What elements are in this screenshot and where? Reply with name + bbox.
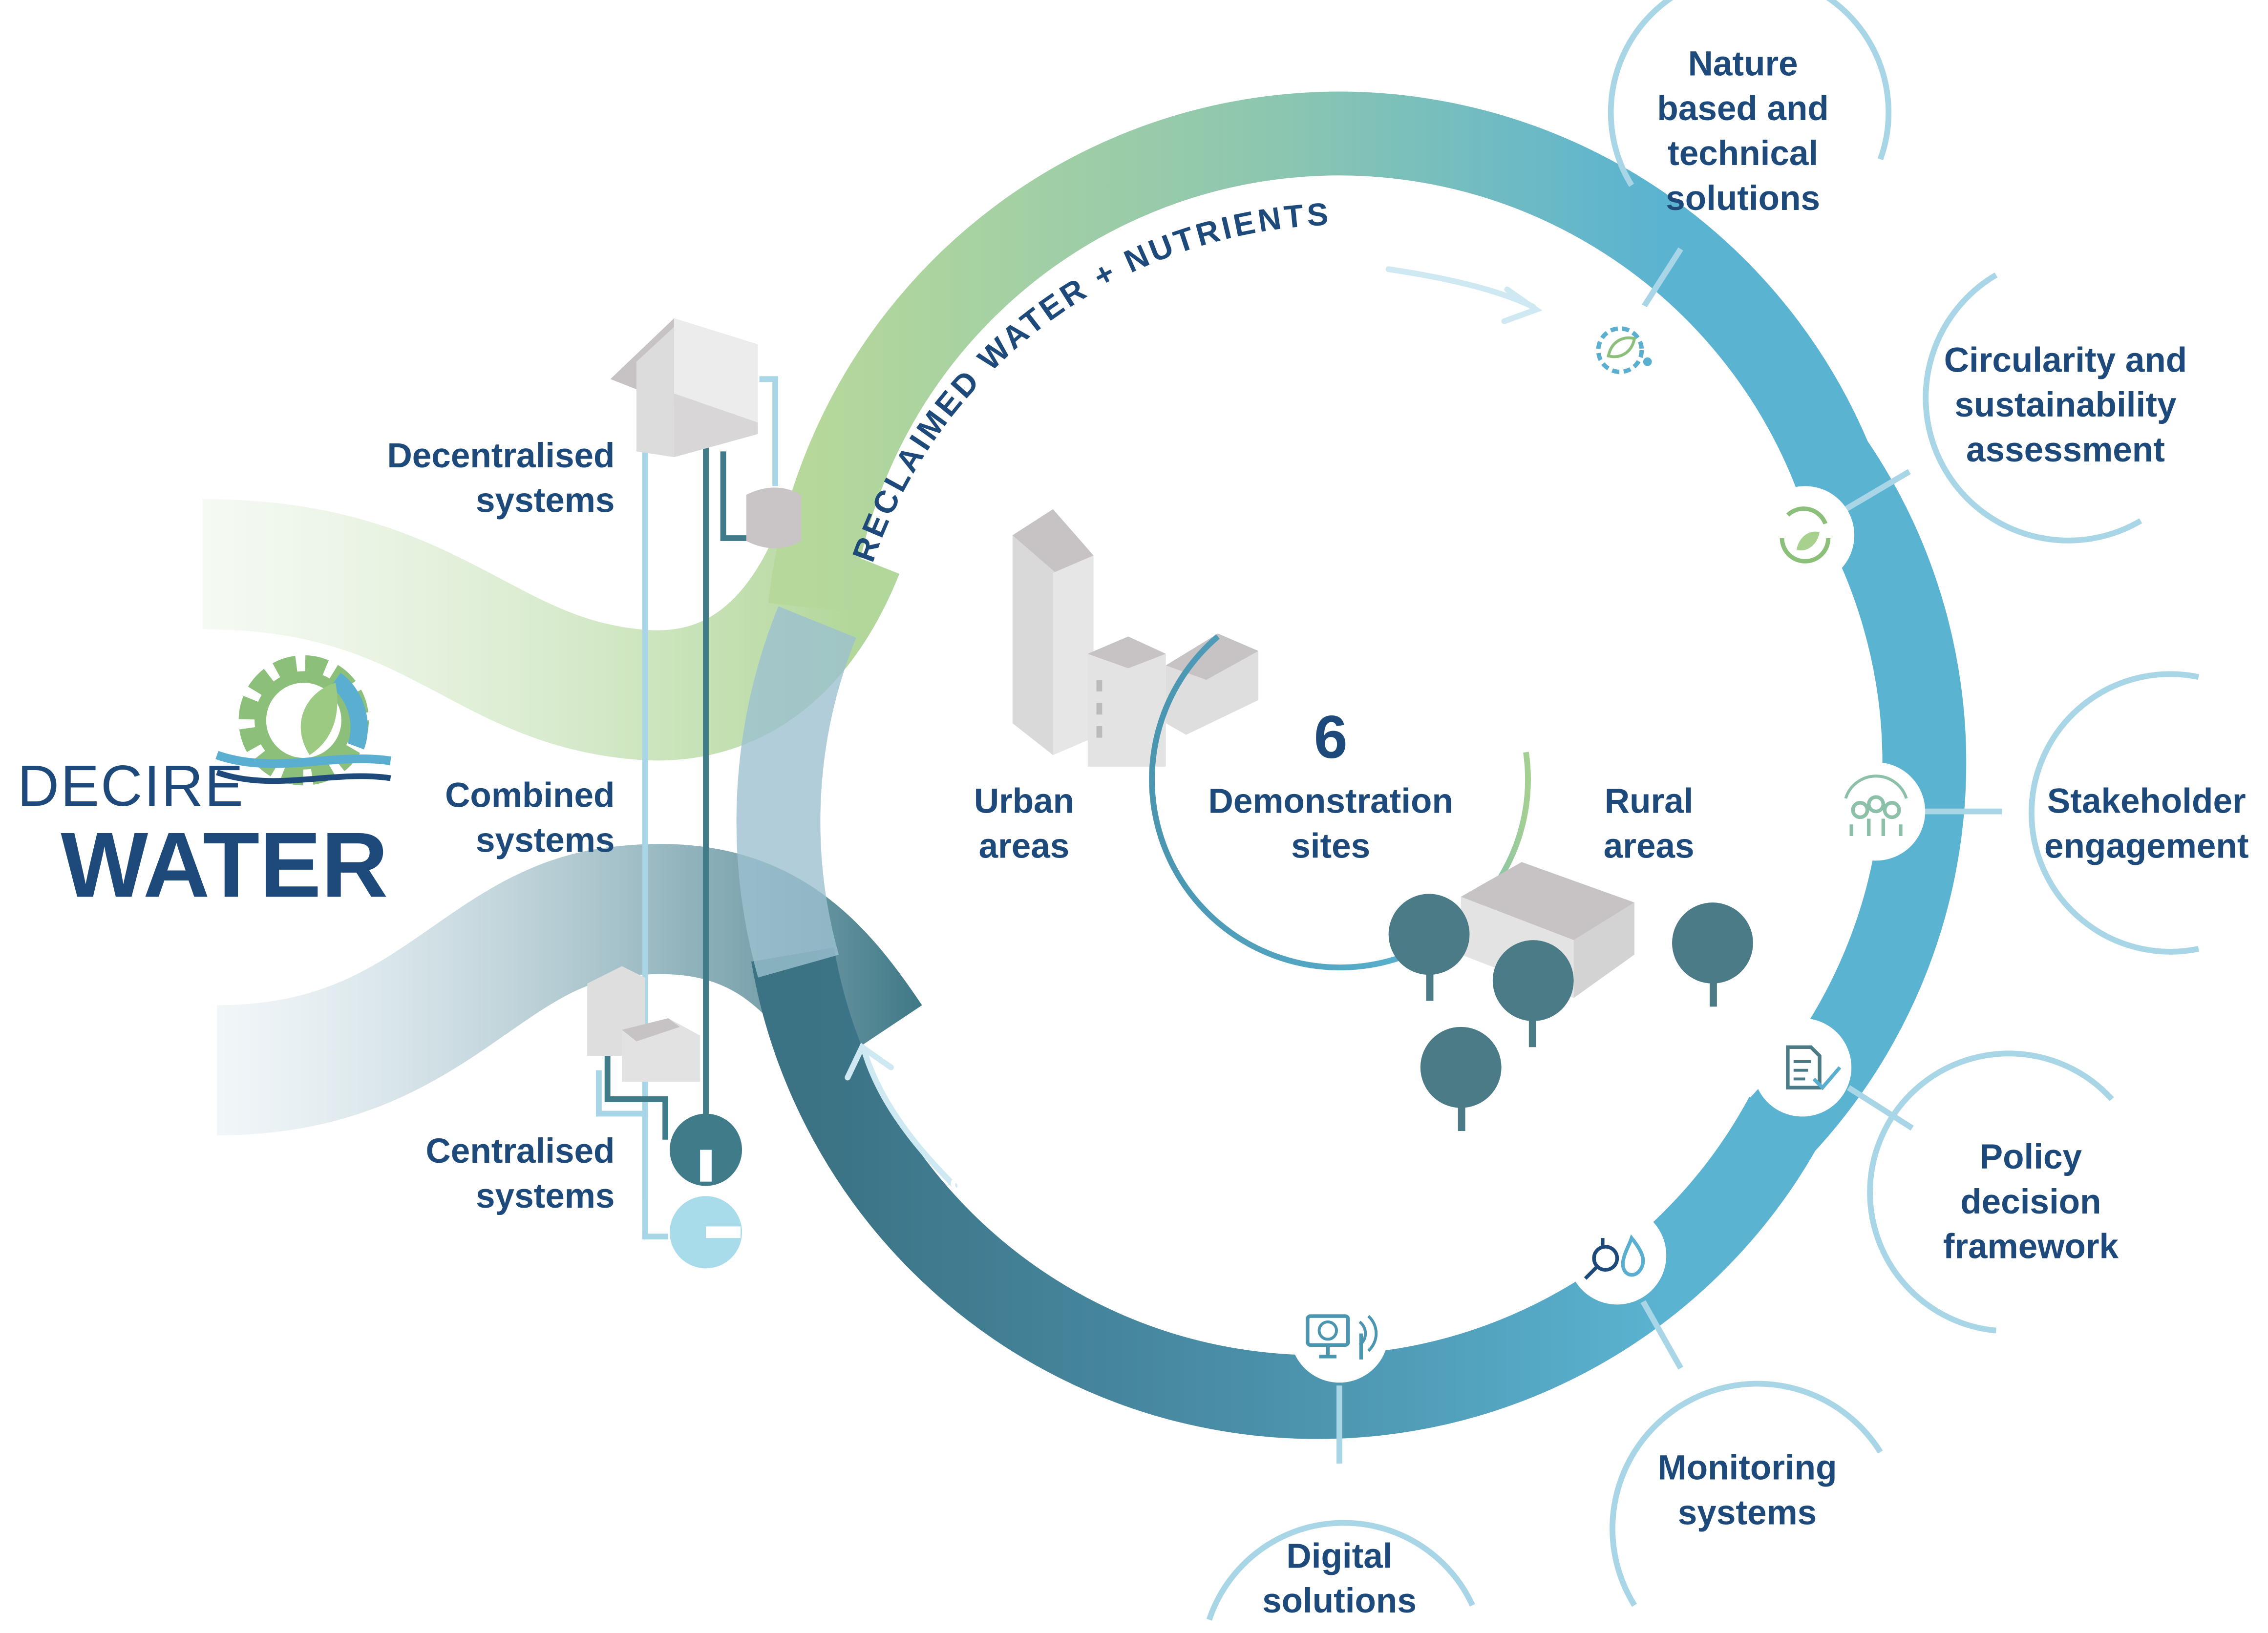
rural-illustration bbox=[1388, 862, 1753, 1131]
rural-areas-label: Rural areas bbox=[1604, 782, 1695, 866]
svg-text:areas: areas bbox=[979, 827, 1070, 865]
used-flow-arrow bbox=[845, 1043, 958, 1189]
people-group-icon bbox=[1844, 775, 1908, 836]
svg-text:areas: areas bbox=[1604, 827, 1695, 865]
svg-text:Circularity and: Circularity and bbox=[1944, 341, 2187, 379]
svg-text:Policy: Policy bbox=[1980, 1138, 2082, 1176]
svg-text:Urban: Urban bbox=[974, 782, 1074, 821]
svg-text:Centralised: Centralised bbox=[426, 1132, 615, 1171]
svg-text:framework: framework bbox=[1943, 1228, 2119, 1266]
svg-text:solutions: solutions bbox=[1262, 1582, 1417, 1620]
system-label-decentralised: Decentralised systems bbox=[387, 437, 615, 520]
ring-reclaimed-segment bbox=[768, 91, 1876, 612]
inner-sites-arc bbox=[1149, 634, 1531, 970]
decirewater-logo: DECIRE WATER bbox=[18, 655, 391, 917]
svg-text:Rural: Rural bbox=[1605, 782, 1694, 821]
demonstration-sites-count: 6 bbox=[1314, 703, 1348, 771]
logo-brand-bottom: WATER bbox=[61, 813, 388, 917]
gear-leaf-icon bbox=[1596, 326, 1652, 374]
svg-text:engagement: engagement bbox=[2044, 827, 2248, 865]
node-stakeholder-engagement: Stakeholder engagement bbox=[1826, 671, 2249, 955]
logo-brand-top: DECIRE bbox=[18, 754, 245, 818]
systems-illustration bbox=[587, 318, 802, 1269]
system-label-centralised: Centralised systems bbox=[426, 1132, 615, 1215]
recycle-leaf-icon bbox=[1780, 506, 1831, 564]
svg-text:sites: sites bbox=[1291, 827, 1370, 865]
svg-text:assessment: assessment bbox=[1966, 431, 2165, 469]
svg-text:based and: based and bbox=[1657, 89, 1828, 128]
monitor-signal-icon bbox=[1306, 1314, 1378, 1360]
svg-text:Stakeholder: Stakeholder bbox=[2047, 782, 2246, 821]
node-nature-based-solutions: Nature based and technical solutions bbox=[1569, 0, 1892, 401]
svg-text:systems: systems bbox=[1678, 1493, 1817, 1532]
magnifier-drop-icon bbox=[1584, 1234, 1645, 1280]
tree bbox=[1420, 1026, 1502, 1131]
svg-text:sustainability: sustainability bbox=[1954, 386, 2177, 424]
gear-leaf-logo-icon bbox=[215, 655, 391, 786]
svg-text:systems: systems bbox=[476, 821, 615, 860]
node-circularity-sustainability: Circularity and sustainability assessmen… bbox=[1756, 272, 2187, 585]
document-check-icon bbox=[1786, 1045, 1842, 1090]
tree bbox=[1388, 894, 1470, 1001]
svg-text:Nature: Nature bbox=[1688, 44, 1798, 83]
node-policy-framework: Policy decision framework bbox=[1753, 1018, 2119, 1334]
reclaimed-flow-arrow bbox=[1385, 266, 1543, 324]
svg-text:Digital: Digital bbox=[1286, 1537, 1392, 1575]
urban-areas-label: Urban areas bbox=[974, 782, 1074, 866]
svg-text:solutions: solutions bbox=[1666, 179, 1820, 218]
tree bbox=[1492, 940, 1574, 1047]
node-monitoring-systems: Monitoring systems bbox=[1568, 1206, 1883, 1607]
svg-text:Decentralised: Decentralised bbox=[387, 437, 615, 475]
tree bbox=[1672, 902, 1753, 1007]
svg-text:decision: decision bbox=[1960, 1183, 2101, 1221]
node-digital-solutions: Digital solutions bbox=[1206, 1284, 1475, 1621]
svg-text:Demonstration: Demonstration bbox=[1208, 782, 1453, 821]
svg-text:Monitoring: Monitoring bbox=[1658, 1449, 1837, 1487]
svg-text:systems: systems bbox=[476, 482, 615, 520]
svg-text:systems: systems bbox=[476, 1177, 615, 1215]
system-label-combined: Combined systems bbox=[445, 776, 615, 860]
svg-text:technical: technical bbox=[1668, 134, 1818, 173]
ring-left-faded-segment bbox=[736, 606, 856, 978]
demonstration-sites-label: Demonstration sites bbox=[1208, 782, 1453, 866]
urban-buildings-illustration bbox=[1012, 509, 1259, 767]
svg-text:Combined: Combined bbox=[445, 776, 615, 815]
